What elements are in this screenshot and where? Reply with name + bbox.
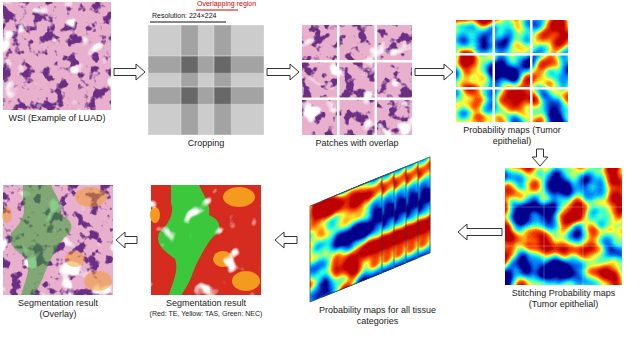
image-panel: Segmentation result (Overlay) [3, 185, 113, 320]
cropping-grid [148, 25, 264, 135]
overlay-image [2, 185, 113, 295]
image-panel: WSI (Example of LUAD) [3, 2, 111, 124]
flow-arrow [532, 149, 548, 166]
illustration-part [214, 87, 264, 135]
image-panel: Stitching Probability maps (Tumor epithe… [505, 168, 622, 310]
illustration-part [310, 177, 382, 302]
illustration-part [196, 10, 238, 11]
illustration-part [302, 25, 412, 135]
illustration-part [3, 185, 113, 295]
dimension-label: Overlapping region [197, 0, 256, 8]
illustration-part [337, 25, 340, 135]
probability-stack [310, 157, 430, 302]
illustration-part [505, 207, 622, 208]
flow-arrow [275, 232, 297, 248]
flow-arrow [458, 224, 502, 240]
illustration-part [151, 185, 261, 295]
illustration-part [310, 177, 382, 302]
illustration-part [493, 20, 496, 122]
illustration-part [3, 2, 111, 110]
probability-tiles [456, 20, 568, 122]
flow-arrow [267, 64, 299, 80]
illustration-part [302, 60, 412, 63]
dimension-bracket [150, 10, 238, 22]
illustration-part [530, 20, 533, 122]
patch-tiles [302, 25, 412, 135]
illustration-part [456, 20, 568, 122]
flow-arrow [114, 64, 145, 80]
illustration-part [302, 25, 412, 135]
panel-caption: (Red: TE, Yellow: TAS, Green: NEC) [140, 309, 272, 318]
segmentation-map [150, 185, 261, 295]
flow-arrow [116, 232, 137, 248]
illustration-part [150, 22, 226, 23]
panel-caption: Patches with overlap [302, 138, 412, 149]
illustration-part [2, 187, 112, 291]
illustration-part [310, 177, 382, 302]
illustration-part [302, 25, 412, 135]
stitched-map [505, 168, 622, 285]
panel-caption: Stitching Probability maps (Tumor epithe… [505, 288, 622, 310]
illustration-part [3, 185, 113, 295]
image-panel: Patches with overlap [302, 25, 412, 149]
dimension-label: Resolution: 224×224 [152, 12, 216, 20]
panel-caption: WSI (Example of LUAD) [3, 113, 111, 124]
flow-arrow [415, 64, 453, 80]
illustration-part [544, 168, 545, 285]
illustration-part [302, 98, 412, 101]
panel-caption: Probability maps (Tumor epithelial) [456, 125, 568, 147]
panel-caption: Segmentation result (Overlay) [3, 298, 113, 320]
illustration-part [10, 185, 71, 295]
image-panel: Probability maps for all tissue categori… [300, 156, 455, 327]
image-panel: Segmentation result(Red: TE, Yellow: TAS… [140, 185, 272, 318]
illustration-part [456, 53, 568, 56]
illustration-part [3, 2, 111, 110]
panel-caption: Cropping [148, 138, 264, 149]
illustration-part [505, 168, 622, 285]
panel-caption: Segmentation result [140, 298, 272, 309]
illustration-part [583, 168, 584, 285]
image-panel: Cropping [148, 25, 264, 149]
image-panel: Probability maps (Tumor epithelial) [456, 20, 568, 147]
illustration-part [375, 25, 378, 135]
wsi-image [3, 2, 111, 110]
illustration-part [505, 246, 622, 247]
illustration-part [3, 185, 113, 295]
panel-caption: Probability maps for all tissue categori… [300, 305, 455, 327]
illustration-part [456, 87, 568, 90]
illustration-part [3, 2, 111, 110]
illustration-part [151, 185, 261, 295]
